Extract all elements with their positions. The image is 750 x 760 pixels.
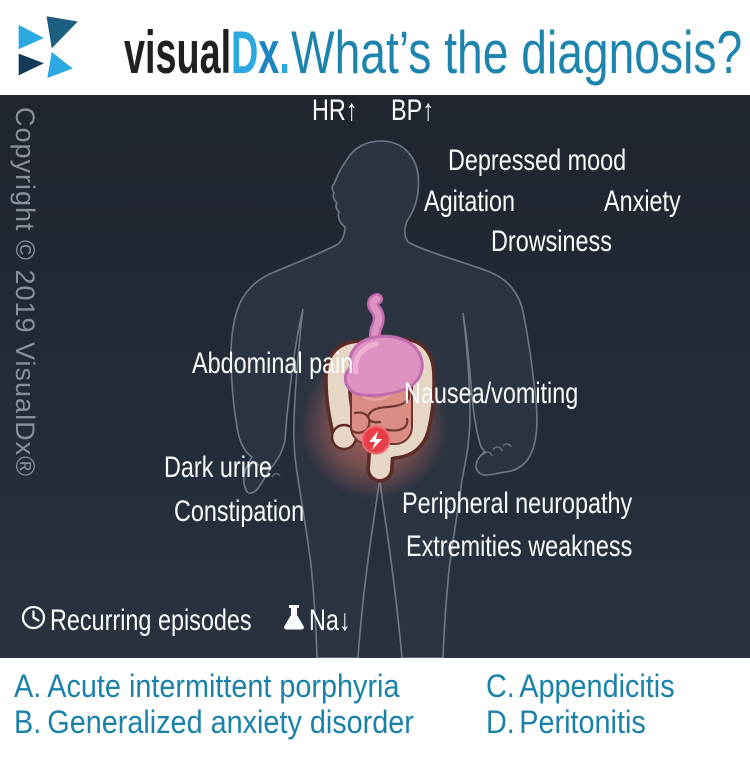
lightning-icon <box>369 431 382 450</box>
vital-bp: BP↑ <box>391 94 434 127</box>
symptom-abdominal-pain: Abdominal pain <box>192 347 354 380</box>
sodium-low-label: Na↓ <box>309 604 351 637</box>
hand-finger-lines <box>249 443 512 478</box>
answer-text: Appendicitis <box>519 668 675 704</box>
copyright-text: Copyright © 2019 VisualDx® <box>10 107 40 477</box>
symptom-extremities-weakness: Extremities weakness <box>406 530 633 563</box>
answer-text: Peritonitis <box>519 704 646 740</box>
clock-icon <box>21 605 46 630</box>
symptom-peripheral-neuropathy: Peripheral neuropathy <box>402 487 633 520</box>
answer-text: Acute intermittent porphyria <box>47 668 400 704</box>
symptom-dark-urine: Dark urine <box>164 451 272 484</box>
symptom-nausea-vomiting: Nausea/vomiting <box>404 377 579 410</box>
symptom-anxiety: Anxiety <box>604 185 681 218</box>
answer-option-a[interactable]: A.Acute intermittent porphyria <box>14 670 399 702</box>
header: visual Dx. What’s the diagnosis? <box>0 0 750 95</box>
answer-letter: C. <box>486 668 515 704</box>
answer-letter: D. <box>486 704 515 740</box>
brand-visual: visual <box>124 19 232 86</box>
flask-icon <box>284 605 304 630</box>
symptom-agitation: Agitation <box>424 185 516 218</box>
answer-letter: B. <box>14 704 42 740</box>
body-diagram-svg <box>230 140 538 658</box>
brand-dx: Dx. <box>231 19 290 86</box>
answer-option-d[interactable]: D.Peritonitis <box>486 706 646 738</box>
answer-option-b[interactable]: B.Generalized anxiety disorder <box>14 706 414 738</box>
symptom-drowsiness: Drowsiness <box>491 225 612 258</box>
pain-badge <box>361 425 391 455</box>
answer-options: A.Acute intermittent porphyria B.General… <box>0 658 750 760</box>
answer-option-c[interactable]: C.Appendicitis <box>486 670 675 702</box>
symptom-depressed-mood: Depressed mood <box>448 144 627 177</box>
answer-text: Generalized anxiety disorder <box>47 704 414 740</box>
vital-hr: HR↑ <box>312 94 358 127</box>
symptom-constipation: Constipation <box>174 495 305 528</box>
answer-letter: A. <box>14 668 42 704</box>
recurring-episodes-label: Recurring episodes <box>50 604 252 637</box>
diagnosis-diagram: Copyright © 2019 VisualDx® HR↑ BP↑ Depre… <box>0 95 750 658</box>
page-title: What’s the diagnosis? <box>291 19 743 86</box>
visualdx-logo-icon <box>18 16 78 79</box>
stomach <box>343 293 424 397</box>
